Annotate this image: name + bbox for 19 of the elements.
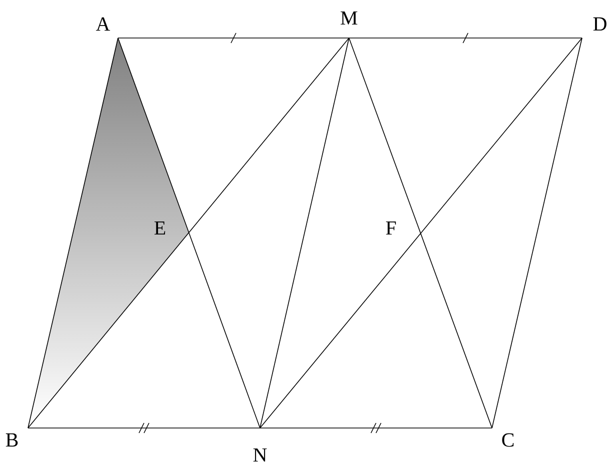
point-label: D xyxy=(593,17,606,31)
point-label: C xyxy=(502,433,514,447)
point-label: E xyxy=(154,221,166,235)
line-segment xyxy=(188,232,260,428)
line-segment xyxy=(420,38,582,234)
point-label: A xyxy=(96,17,110,31)
point-label: N xyxy=(253,448,267,462)
point-label: B xyxy=(6,433,18,447)
line-segment xyxy=(28,38,118,428)
line-segment xyxy=(348,38,422,234)
line-segment xyxy=(260,233,422,428)
line-segment xyxy=(118,38,190,233)
line-segment xyxy=(188,38,350,233)
point-label: M xyxy=(340,11,358,25)
line-segment xyxy=(260,38,350,428)
line-segment xyxy=(28,232,190,428)
point-label: F xyxy=(386,221,396,235)
line-segment xyxy=(492,38,582,428)
line-segment xyxy=(420,233,492,428)
